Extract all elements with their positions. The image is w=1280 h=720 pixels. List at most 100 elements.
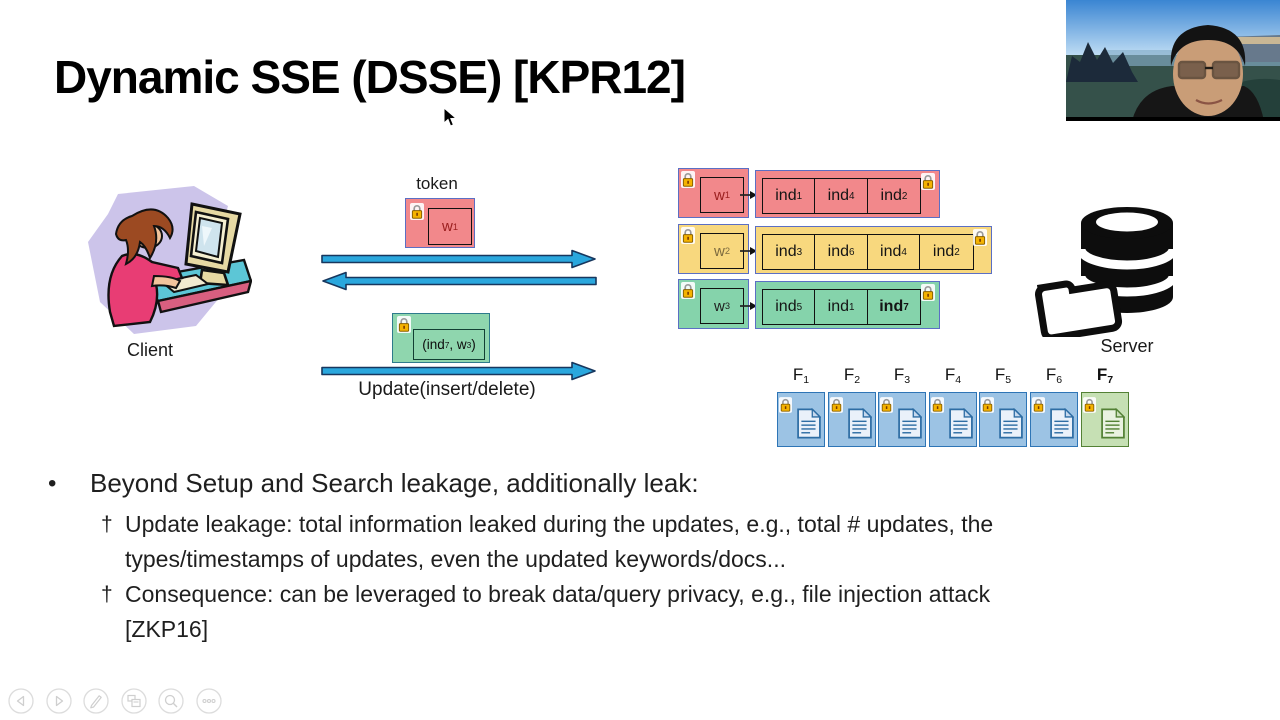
encrypted-file-f1 bbox=[777, 392, 825, 447]
lock-icon bbox=[681, 171, 695, 188]
bullet-update-leakage: † Update leakage: total information leak… bbox=[101, 507, 993, 577]
lock-icon bbox=[1032, 397, 1045, 413]
bullet-marker: • bbox=[48, 470, 57, 497]
presenter-toolbar bbox=[8, 688, 222, 714]
document-icon bbox=[797, 408, 821, 439]
dagger-marker: † bbox=[101, 583, 113, 606]
slides-grid-icon bbox=[120, 688, 147, 714]
lock-icon bbox=[880, 397, 893, 413]
document-icon bbox=[898, 408, 922, 439]
token-label: token bbox=[416, 174, 458, 193]
previous-slide-button[interactable] bbox=[8, 688, 34, 714]
webcam-person-hair bbox=[1170, 25, 1246, 66]
magnifier-icon bbox=[158, 688, 184, 714]
update-arrow bbox=[321, 361, 596, 381]
file-label-f3: F3 bbox=[893, 365, 911, 386]
encrypted-file-f4 bbox=[929, 392, 977, 447]
webcam-person-face bbox=[1173, 32, 1243, 116]
see-all-slides-button[interactable] bbox=[120, 688, 147, 714]
lock-icon bbox=[681, 227, 695, 244]
search-request-arrow bbox=[321, 249, 596, 269]
bullet-consequence-text: Consequence: can be leveraged to break d… bbox=[125, 581, 991, 642]
next-slide-button[interactable] bbox=[45, 688, 72, 714]
next-icon bbox=[45, 688, 72, 714]
encrypted-file-f6 bbox=[1030, 392, 1078, 447]
document-icon bbox=[1050, 408, 1074, 439]
file-label-f1: F1 bbox=[792, 365, 810, 386]
lock-icon bbox=[779, 397, 792, 413]
update-arrow-label: Update(insert/delete) bbox=[358, 379, 536, 400]
folder-icon bbox=[1035, 280, 1122, 337]
webcam-glasses-left bbox=[1177, 60, 1207, 80]
lock-icon bbox=[397, 316, 411, 333]
more-options-button[interactable] bbox=[195, 688, 222, 714]
lock-icon bbox=[1083, 397, 1096, 413]
encrypted-file-f5 bbox=[979, 392, 1027, 447]
zoom-slide-button[interactable] bbox=[158, 688, 184, 714]
pen-tools-button[interactable] bbox=[83, 688, 109, 714]
file-label-f4: F4 bbox=[944, 365, 962, 386]
bullet-main-text: Beyond Setup and Search leakage, additio… bbox=[90, 468, 699, 498]
document-icon bbox=[999, 408, 1023, 439]
lock-icon bbox=[830, 397, 843, 413]
file-label-f2: F2 bbox=[843, 365, 861, 386]
bullet-main: • Beyond Setup and Search leakage, addit… bbox=[48, 468, 699, 499]
clipart-person-arm bbox=[150, 274, 182, 290]
pen-icon bbox=[83, 688, 109, 714]
response-arrow bbox=[322, 271, 597, 291]
lock-icon bbox=[410, 203, 424, 220]
encrypted-file-f3 bbox=[878, 392, 926, 447]
server-icon bbox=[1035, 207, 1177, 337]
lock-icon bbox=[681, 282, 695, 299]
file-label-f5: F5 bbox=[994, 365, 1012, 386]
document-icon bbox=[949, 408, 973, 439]
lock-icon bbox=[973, 229, 987, 246]
bullet-consequence: † Consequence: can be leveraged to break… bbox=[101, 577, 990, 647]
lock-icon bbox=[921, 284, 935, 301]
file-label-f6: F6 bbox=[1045, 365, 1063, 386]
webcam-video bbox=[1066, 0, 1280, 121]
file-label-f7: F7 bbox=[1096, 365, 1114, 386]
document-icon bbox=[1101, 408, 1125, 439]
document-icon bbox=[848, 408, 872, 439]
ellipsis-icon bbox=[195, 688, 222, 714]
lock-icon bbox=[921, 173, 935, 190]
row1-pointer-arrow bbox=[740, 191, 757, 199]
dagger-marker: † bbox=[101, 513, 113, 536]
webcam-overlay bbox=[1066, 0, 1280, 121]
server-label: Server bbox=[1100, 336, 1154, 356]
lock-icon bbox=[981, 397, 994, 413]
lock-icon bbox=[931, 397, 944, 413]
row3-pointer-arrow bbox=[740, 302, 757, 310]
mouse-cursor bbox=[443, 107, 458, 127]
client-clipart bbox=[88, 186, 252, 334]
webcam-mountains bbox=[1066, 42, 1138, 82]
row2-pointer-arrow bbox=[740, 247, 757, 255]
